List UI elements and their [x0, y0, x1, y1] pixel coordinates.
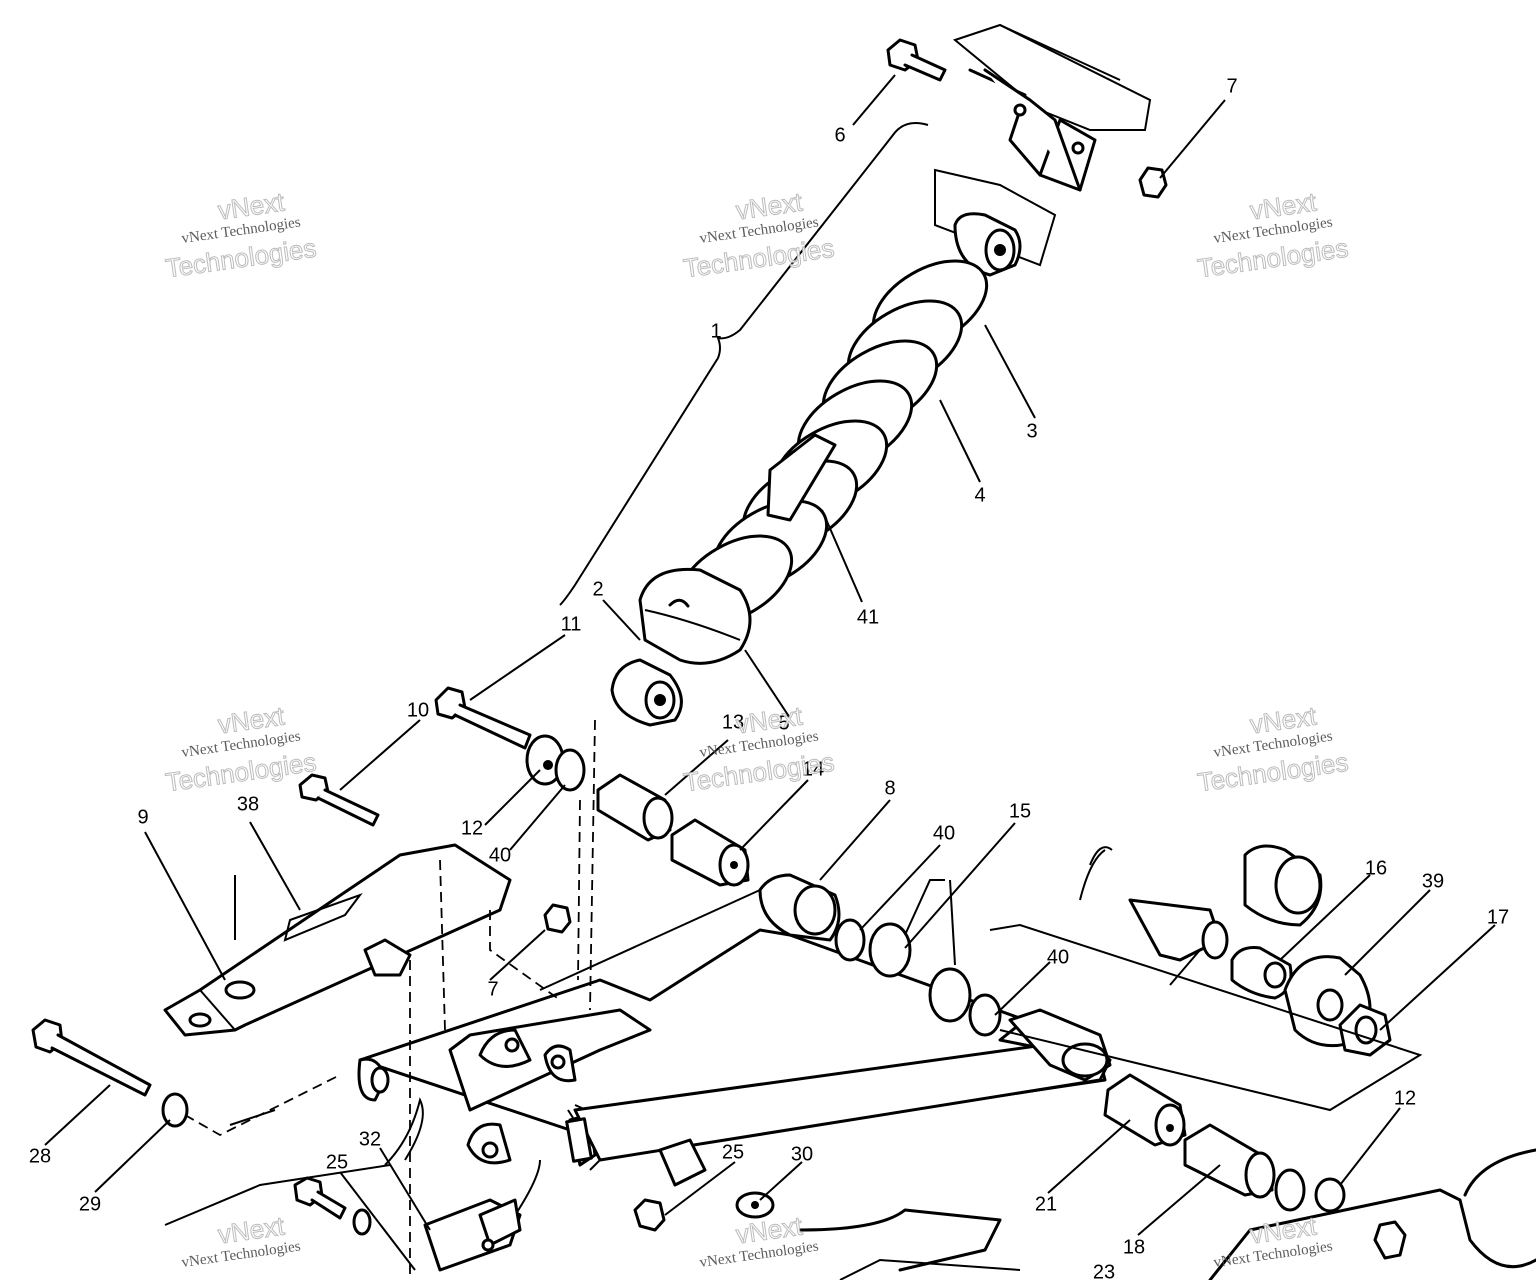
callout-11: 11 [561, 613, 582, 635]
callout-6: 6 [834, 124, 845, 146]
shock-absorber [610, 212, 1022, 727]
callout-32: 32 [359, 1128, 381, 1150]
wheel-assembly [1079, 844, 1392, 1057]
callout-29: 29 [79, 1193, 101, 1215]
callout-7: 7 [1226, 75, 1237, 97]
bushing-14 [670, 818, 750, 887]
callout-23: 23 [1093, 1261, 1115, 1280]
swing-arm-8 [539, 873, 1112, 1163]
watermark-5: vNext vNext Technologies Technologies [681, 700, 836, 798]
spacer-38 [363, 938, 412, 977]
watermark-7: vNext vNext Technologies [181, 1210, 302, 1271]
callout-18: 18 [1123, 1236, 1145, 1258]
watermark-6: vNext vNext Technologies Technologies [1195, 700, 1350, 798]
bolt-10 [298, 773, 380, 827]
callout-38: 38 [237, 793, 259, 815]
bushing-21 [1103, 1073, 1187, 1147]
callout-39: 39 [1422, 870, 1444, 892]
callout-16: 16 [1365, 857, 1387, 879]
callout-7-b: 7 [487, 978, 498, 1000]
callout-41: 41 [857, 606, 879, 628]
callout-4: 4 [974, 484, 985, 506]
bolt-6 [886, 38, 947, 82]
callout-21: 21 [1035, 1193, 1057, 1215]
callout-30: 30 [791, 1143, 813, 1165]
callout-15: 15 [1009, 800, 1031, 822]
callout-14: 14 [802, 758, 824, 780]
watermark-4: vNext vNext Technologies Technologies [163, 700, 318, 798]
callout-3: 3 [1026, 420, 1037, 442]
washers [161, 734, 1346, 1236]
callout-28: 28 [29, 1145, 51, 1167]
bolt-11 [434, 686, 532, 750]
callout-2: 2 [592, 578, 603, 600]
callout-labels: 6 7 1 3 4 41 2 5 11 10 13 14 8 40 15 40 … [29, 75, 1509, 1280]
callout-5: 5 [778, 712, 789, 734]
watermark-8: vNext vNext Technologies [699, 1210, 820, 1271]
upper-mount-bracket [952, 23, 1152, 192]
callout-25-a: 25 [326, 1151, 348, 1173]
callout-12-a: 12 [461, 817, 483, 839]
nut-25 [633, 1198, 666, 1232]
callout-8: 8 [884, 777, 895, 799]
callout-10: 10 [407, 699, 429, 721]
watermark-2: vNext vNext Technologies Technologies [681, 186, 836, 284]
bolt-28 [31, 1018, 152, 1097]
callout-25-b: 25 [722, 1141, 744, 1163]
lower-hardware [164, 1109, 1536, 1280]
bolt-25 [293, 1176, 347, 1220]
alignment-lines [184, 719, 596, 1280]
callout-13: 13 [722, 711, 744, 733]
bracket-1 [559, 122, 929, 606]
watermark-1: vNext vNext Technologies Technologies [163, 186, 318, 284]
nut-7-top [1138, 166, 1168, 199]
callout-40-b: 40 [1047, 946, 1069, 968]
callout-40-a: 40 [933, 822, 955, 844]
guide-box-upper [934, 168, 1057, 267]
callout-40-c: 40 [489, 844, 511, 866]
watermark-3: vNext vNext Technologies Technologies [1195, 186, 1350, 284]
callout-9: 9 [137, 806, 148, 828]
lower-bracket-9 [163, 843, 512, 1037]
leader-lines [44, 74, 1496, 1271]
callout-1: 1 [710, 320, 721, 342]
bushing-13 [596, 773, 674, 842]
callout-12-b: 12 [1394, 1087, 1416, 1109]
callout-17: 17 [1487, 906, 1509, 928]
bushing-18 [1183, 1123, 1276, 1199]
nut-7-mid [543, 903, 572, 934]
guide-box-right [989, 923, 1423, 1112]
